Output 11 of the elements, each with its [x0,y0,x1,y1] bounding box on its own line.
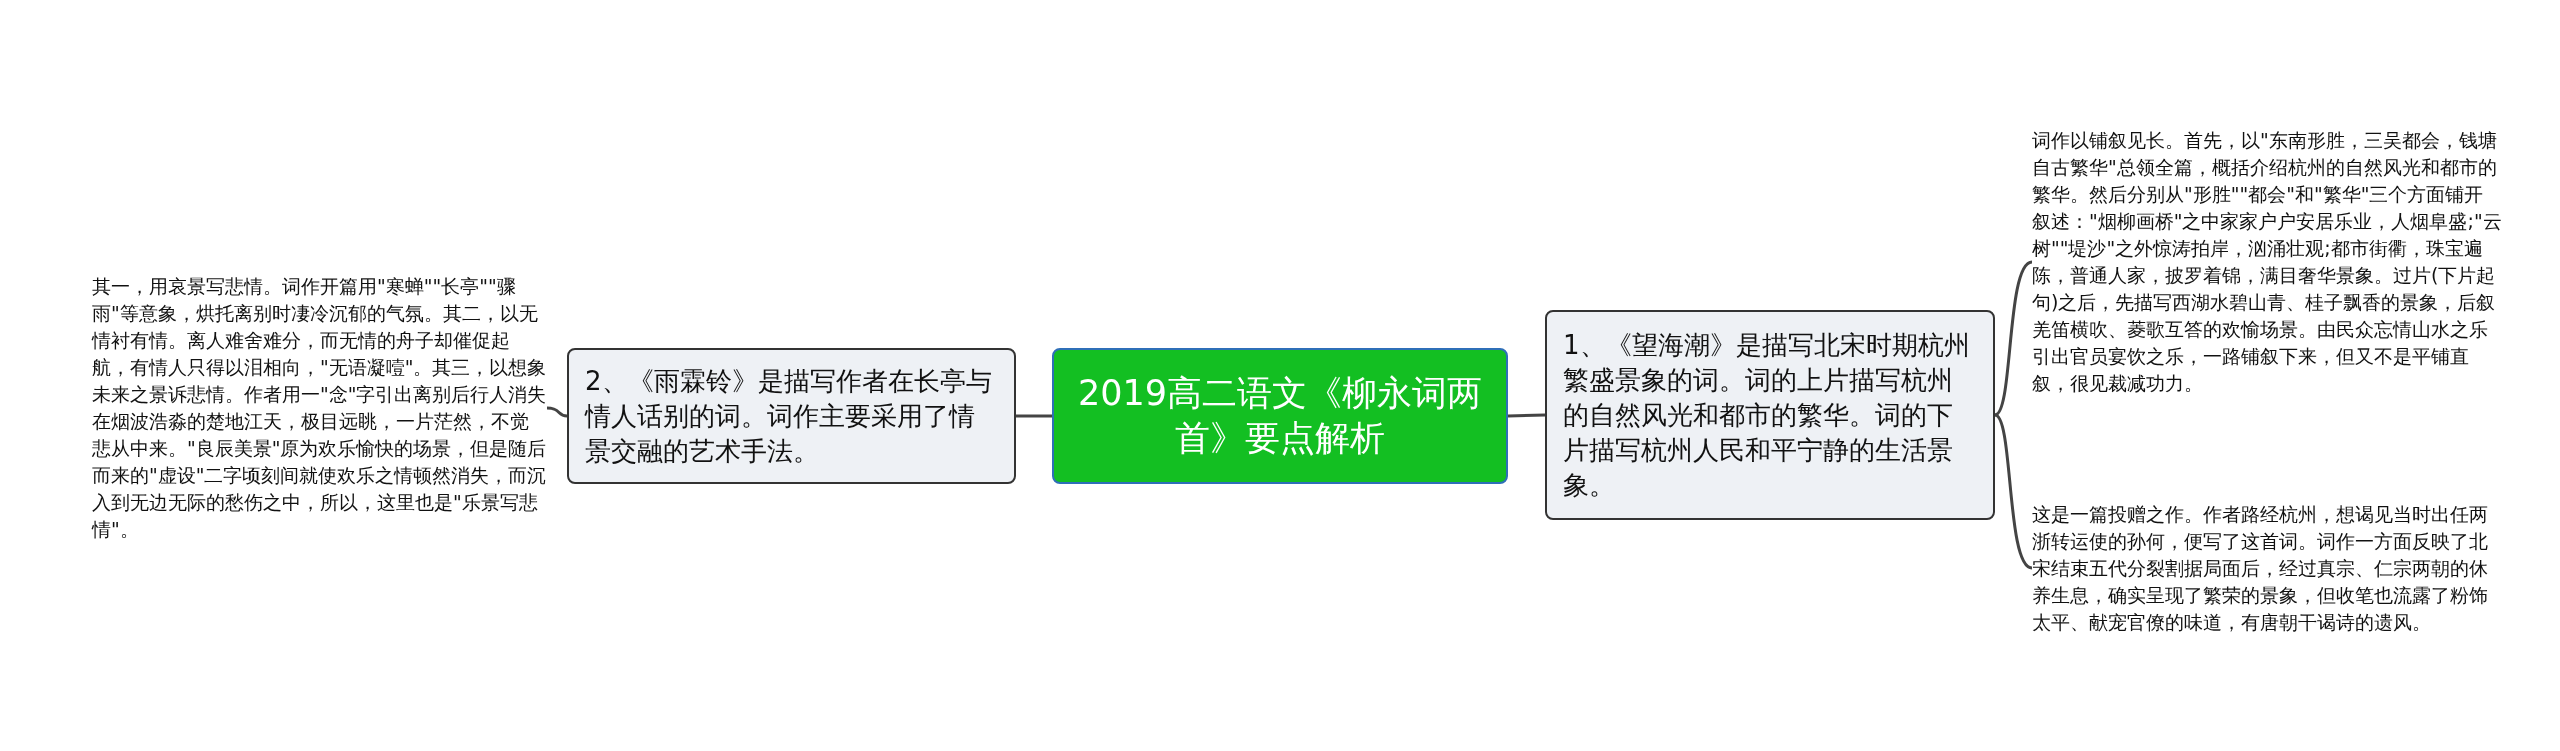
note-text: 词作以铺叙见长。首先，以"东南形胜，三吴都会，钱塘自古繁华"总领全篇，概括介绍杭州的自然风光和都市的繁华。然后分别从"形胜""都会"和"繁华"三个方面铺开叙述："烟柳画桥"之中家家户户安居乐业，人烟阜盛;"云树""堤沙"之外惊涛拍岸，汹涌壮观;都市街衢，珠宝遍陈，普通人家，披罗着锦，满目奢华景象。过片(下片起句)之后，先描写西湖水碧山青、桂子飘香的景象，后叙羌笛横吹、菱歌互答的欢愉场景。由民众忘情山水之乐引出官员宴饮之乐，一路铺叙下来，但又不是平铺直叙，很见裁减功力。 [2032,97,2502,427]
central-topic: 2019高二语文《柳永词两首》要点解析 [1052,348,1508,484]
connector-line [1507,413,1546,418]
topic-box: 1、《望海潮》是描写北宋时期杭州繁盛景象的词。词的上片描写杭州的自然风光和都市的繁华。词的下片描写杭州人民和平宁静的生活景象。 [1545,310,1995,520]
topic-box: 2、《雨霖铃》是描写作者在长亭与情人话别的词。词作主要采用了情景交融的艺术手法。 [567,348,1016,484]
note-text: 其一，用哀景写悲情。词作开篇用"寒蝉""长亭""骤雨"等意象，烘托离别时凄冷沉郁的气氛。其二，以无情衬有情。离人难舍难分，而无情的舟子却催促起航，有情人只得以泪相向，"无语凝噎"。其三，以想象未来之景诉悲情。作者用一"念"字引出离别后行人消失在烟波浩淼的楚地江天，极目远眺，一片茫然，不觉悲从中来。"良辰美景"原为欢乐愉快的场景，但是随后而来的"虚设"二字顷刻间就使欢乐之情顿然消失，而沉入到无边无际的愁伤之中，所以，这里也是"乐景写悲情"。 [92,258,547,558]
connector-line [1994,260,2033,417]
connector-line [1994,413,2033,570]
connector-line [1016,414,1052,418]
note-text: 这是一篇投赠之作。作者路经杭州，想谒见当时出任两浙转运使的孙何，便写了这首词。词作一方面反映了北宋结束五代分裂割据局面后，经过真宗、仁宗两朝的休养生息，确实呈现了繁荣的景象，但收笔也流露了粉饰太平、献宠官僚的味道，有唐朝干谒诗的遗风。 [2032,484,2502,652]
connector-line [546,406,568,418]
